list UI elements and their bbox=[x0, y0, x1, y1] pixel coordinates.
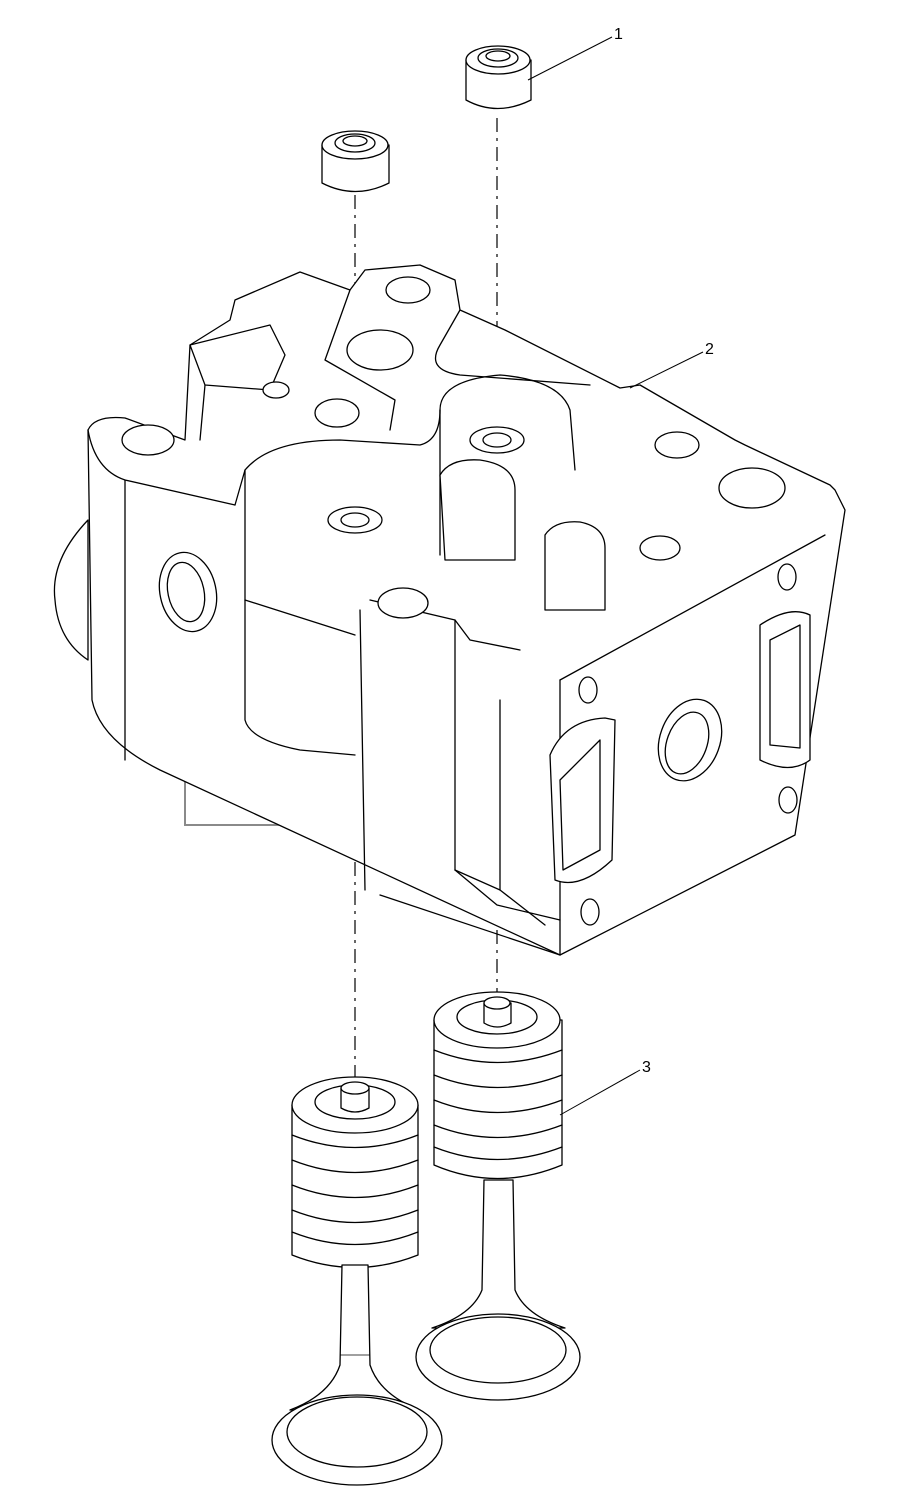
valve-assembly-left bbox=[271, 1076, 443, 1486]
valve-assembly-right bbox=[415, 991, 581, 1401]
callout-2: 2 bbox=[629, 341, 714, 389]
callout-3-label: 3 bbox=[642, 1059, 651, 1076]
callout-1: 1 bbox=[527, 26, 623, 81]
callout-2-label: 2 bbox=[705, 341, 714, 358]
callout-3: 3 bbox=[559, 1059, 651, 1116]
valve-stem-seal-left bbox=[321, 130, 390, 193]
callout-1-label: 1 bbox=[614, 26, 623, 43]
valve-stem-seal-right bbox=[465, 45, 532, 110]
cylinder-head bbox=[53, 264, 846, 956]
